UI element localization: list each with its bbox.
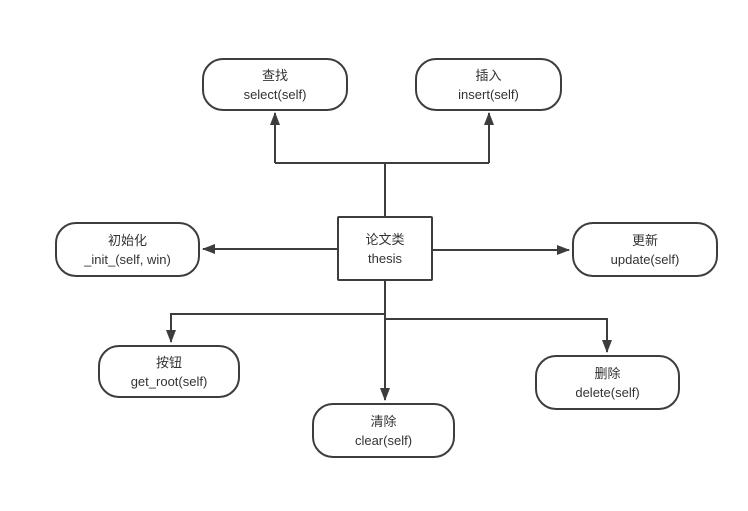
- node-clear: 清除 clear(self): [312, 403, 455, 458]
- node-init-label-en: _init_(self, win): [84, 251, 171, 267]
- node-select: 查找 select(self): [202, 58, 348, 111]
- node-update-label-en: update(self): [610, 251, 680, 267]
- node-delete: 删除 delete(self): [535, 355, 680, 410]
- node-delete-label-en: delete(self): [575, 384, 640, 400]
- node-init: 初始化 _init_(self, win): [55, 222, 200, 277]
- node-delete-label-zh: 删除: [594, 365, 621, 381]
- node-update: 更新 update(self): [572, 222, 718, 277]
- node-insert-label-zh: 插入: [475, 67, 502, 83]
- node-select-label-en: select(self): [243, 86, 307, 102]
- connector-arrow-to-delete: [385, 318, 612, 353]
- node-insert: 插入 insert(self): [415, 58, 562, 111]
- node-select-label-zh: 查找: [261, 67, 288, 83]
- node-thesis-label-zh: 论文类: [365, 231, 405, 247]
- connector-arrow-to-get-root: [166, 313, 385, 343]
- node-get-root-label-zh: 按钮: [155, 354, 182, 370]
- node-thesis-center: 论文类 thesis: [337, 216, 433, 281]
- node-clear-label-en: clear(self): [354, 432, 413, 448]
- node-update-label-zh: 更新: [631, 232, 658, 248]
- node-init-label-zh: 初始化: [107, 232, 147, 248]
- node-get-root-label-en: get_root(self): [130, 373, 208, 389]
- node-clear-label-zh: 清除: [370, 413, 397, 429]
- node-get-root: 按钮 get_root(self): [98, 345, 240, 398]
- node-thesis-label-en: thesis: [368, 250, 402, 266]
- node-insert-label-en: insert(self): [458, 86, 519, 102]
